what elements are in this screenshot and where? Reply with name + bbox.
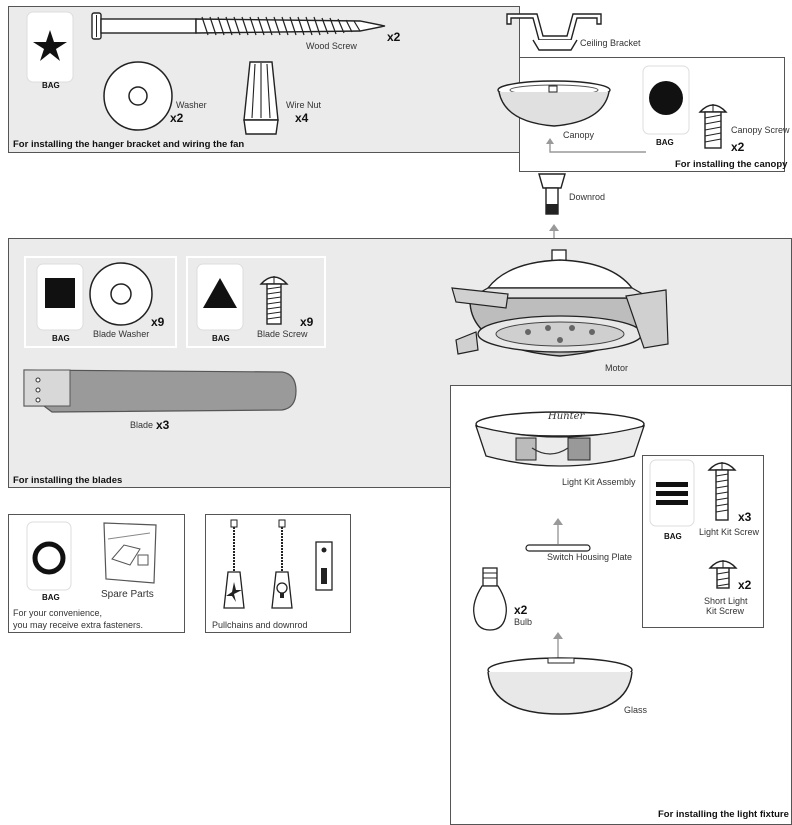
pullchain-light-icon	[271, 519, 293, 609]
pullchains-label: Pullchains and downrod	[212, 620, 308, 630]
wood-screw-quantity: x2	[387, 30, 401, 44]
light-kit-assembly-icon	[475, 411, 645, 467]
ceiling-bracket-icon	[506, 13, 602, 51]
blade-washer-bag-label: BAG	[52, 334, 70, 343]
short-light-kit-screw-label-1: Short Light	[704, 596, 748, 606]
light-kit-screw-icon	[707, 462, 737, 521]
wire-nut-icon	[243, 61, 279, 135]
washer-label: Washer	[176, 100, 207, 110]
light-logo-text: Hunter	[548, 411, 585, 422]
blade-quantity: x3	[156, 418, 170, 432]
canopy-icon	[497, 80, 611, 127]
washer-icon	[103, 61, 173, 131]
spare-bag-icon	[26, 521, 72, 591]
bulb-icon	[473, 567, 507, 631]
downrod-label: Downrod	[569, 192, 606, 202]
washer-quantity: x2	[170, 111, 184, 125]
canopy-screw-quantity: x2	[731, 140, 745, 154]
glass-icon	[487, 657, 633, 715]
wire-nut-label: Wire Nut	[286, 100, 322, 110]
pullchain-fan-icon	[223, 519, 245, 609]
canopy-arrow	[546, 138, 646, 153]
spare-bag-label: BAG	[42, 593, 60, 602]
blade-screw-label: Blade Screw	[257, 329, 308, 339]
light-kit-screws-box	[642, 455, 764, 628]
canopy-bag-label: BAG	[656, 138, 674, 147]
spare-note-line2: you may receive extra fasteners.	[13, 620, 144, 630]
short-light-kit-screw-icon	[708, 560, 738, 589]
bulb-label: Bulb	[514, 617, 533, 627]
blade-screw-bag-icon	[196, 263, 244, 331]
spare-note-line1: For your convenience,	[13, 608, 103, 618]
spare-parts-icon	[103, 522, 157, 584]
switch-plate-arrow	[553, 518, 563, 544]
hanger-caption: For installing the hanger bracket and wi…	[13, 139, 245, 150]
light-kit-assembly-label: Light Kit Assembly	[562, 477, 636, 487]
blade-washer-bag-icon	[36, 263, 84, 331]
glass-label: Glass	[624, 705, 648, 715]
blades-caption: For installing the blades	[13, 475, 123, 486]
short-light-kit-screw-quantity: x2	[738, 578, 752, 592]
ceiling-bracket-label: Ceiling Bracket	[580, 38, 641, 48]
blade-screw-quantity: x9	[300, 315, 314, 329]
motor-label: Motor	[605, 363, 629, 373]
downrod-icon	[538, 173, 566, 215]
blade-washer-quantity: x9	[151, 315, 165, 329]
glass-arrow	[553, 632, 563, 658]
downrod-pin-icon	[315, 541, 333, 591]
light-kit-bag-label: BAG	[664, 532, 682, 541]
hanger-bag-label: BAG	[42, 81, 60, 90]
motor-icon	[451, 249, 669, 357]
light-kit-screw-quantity: x3	[738, 510, 752, 524]
canopy-screw-icon	[698, 104, 728, 149]
blade-washer-icon	[89, 262, 153, 326]
wood-screw-icon	[91, 12, 386, 40]
blade-label: Blade	[130, 420, 154, 430]
light-kit-screw-label: Light Kit Screw	[699, 527, 760, 537]
light-fixture-caption: For installing the light fixture	[658, 809, 789, 820]
blade-washer-label: Blade Washer	[93, 329, 150, 339]
switch-housing-plate-label: Switch Housing Plate	[547, 552, 633, 562]
light-kit-bag-icon	[649, 459, 695, 527]
short-light-kit-screw-label-2: Kit Screw	[706, 606, 745, 616]
canopy-caption: For installing the canopy	[675, 159, 788, 170]
wire-nut-quantity: x4	[295, 111, 309, 125]
canopy-screw-label: Canopy Screw	[731, 125, 790, 135]
blade-screw-icon	[259, 276, 289, 325]
hanger-bag-icon	[26, 11, 74, 83]
spare-parts-label: Spare Parts	[101, 589, 154, 600]
switch-housing-plate-icon	[525, 544, 591, 552]
bulb-quantity: x2	[514, 603, 528, 617]
blade-screw-bag-label: BAG	[212, 334, 230, 343]
blade-icon	[23, 369, 297, 413]
wood-screw-label: Wood Screw	[306, 41, 357, 51]
canopy-label: Canopy	[563, 130, 595, 140]
canopy-bag-icon	[642, 65, 690, 135]
